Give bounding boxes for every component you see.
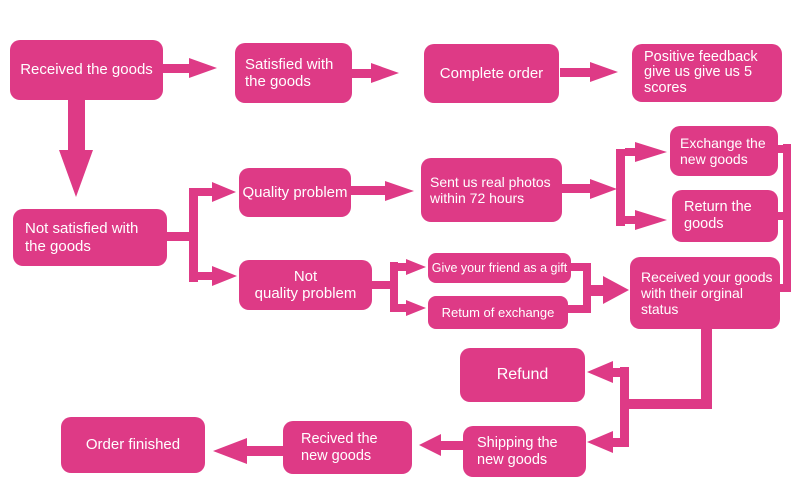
arrow-to-notquality-head (212, 266, 237, 286)
arrow-photos-to-bracket-head (590, 179, 617, 199)
arrow-shipping-to-recived-head (419, 434, 441, 456)
flow-node-not-quality-problem: Not quality problem (239, 260, 372, 310)
arrow-satisfied-to-complete-shaft (349, 69, 371, 78)
connector-notsatisfied-horizontal (167, 232, 193, 241)
connector-exchange-stub (778, 145, 786, 153)
arrow-recived-to-order-head (213, 438, 247, 464)
flow-node-give-friend-gift: Give your friend as a gift (428, 253, 571, 283)
arrow-quality-to-photos-head (385, 181, 414, 201)
flow-node-return-of-exchange: Retum of exchange (428, 296, 568, 329)
flow-node-satisfied-with-goods: Satisfied with the goods (235, 43, 352, 103)
arrow-quality-to-photos-shaft (351, 186, 385, 195)
connector-gift-bracket-vertical (583, 263, 591, 313)
arrow-to-quality-head (212, 182, 236, 202)
flow-node-sent-real-photos: Sent us real photos within 72 hours (421, 158, 562, 222)
arrow-to-shipping-shaft (613, 438, 629, 447)
arrow-to-notquality-shaft (198, 272, 212, 280)
arrow-to-quality-shaft (198, 188, 212, 196)
flow-node-shipping-new-goods: Shipping the new goods (463, 426, 586, 477)
flow-node-return-the-goods: Return the goods (672, 190, 778, 242)
connector-notquality-vertical (390, 262, 398, 312)
connector-returnexchange-stub (568, 305, 585, 313)
arrow-complete-to-feedback-shaft (560, 68, 590, 77)
flow-node-positive-feedback: Positive feedback give us give us 5 scor… (632, 44, 782, 102)
connector-gift-stub (571, 263, 585, 271)
arrow-received-to-notsatisfied-head (59, 150, 93, 197)
flow-node-recived-new-goods: Recived the new goods (283, 421, 412, 474)
arrow-satisfied-to-complete-head (371, 63, 399, 83)
connector-notquality-horizontal (372, 281, 398, 289)
arrow-received-to-notsatisfied-shaft (68, 98, 85, 150)
arrow-photos-to-bracket-shaft (562, 184, 590, 193)
connector-status-down-horizontal (620, 399, 712, 409)
connector-return-stub (778, 212, 786, 220)
flow-node-complete-order: Complete order (424, 44, 559, 103)
arrow-complete-to-feedback-head (590, 62, 618, 82)
arrow-to-status-shaft (591, 285, 603, 296)
arrow-to-exchange-head (635, 142, 667, 162)
arrow-to-status-head (603, 276, 629, 304)
connector-refund-shipping-vertical (620, 367, 629, 447)
flow-node-order-finished: Order finished (61, 417, 205, 473)
connector-right-vertical (783, 144, 791, 292)
flow-node-not-satisfied-with-goods: Not satisfied with the goods (13, 209, 167, 266)
connector-status-stub (778, 284, 786, 292)
arrow-to-gift-shaft (398, 263, 406, 271)
arrow-to-refund-shaft (613, 368, 629, 377)
connector-status-down-vertical (701, 328, 712, 405)
flow-node-refund: Refund (460, 348, 585, 402)
arrow-to-returnexchange-shaft (398, 304, 406, 312)
arrow-received-to-satisfied-head (189, 58, 217, 78)
arrow-to-returnexchange-head (406, 300, 426, 316)
connector-notsatisfied-vertical (189, 188, 198, 282)
flow-node-exchange-new-goods: Exchange the new goods (670, 126, 778, 176)
arrow-to-refund-head (587, 361, 613, 383)
arrow-recived-to-order-shaft (247, 446, 283, 456)
arrow-to-return-head (635, 210, 667, 230)
flow-node-received-goods-original-status: Received your goods with their orginal s… (630, 257, 780, 329)
flow-node-quality-problem: Quality problem (239, 168, 351, 217)
arrow-to-return-shaft (625, 216, 635, 224)
arrow-to-exchange-shaft (625, 148, 635, 156)
arrow-shipping-to-recived-shaft (441, 441, 463, 450)
connector-photos-bracket-vertical (616, 149, 625, 226)
flow-node-received-the-goods: Received the goods (10, 40, 163, 100)
arrow-received-to-satisfied-shaft (163, 64, 189, 73)
arrow-to-shipping-head (587, 431, 613, 453)
arrow-to-gift-head (406, 259, 426, 275)
